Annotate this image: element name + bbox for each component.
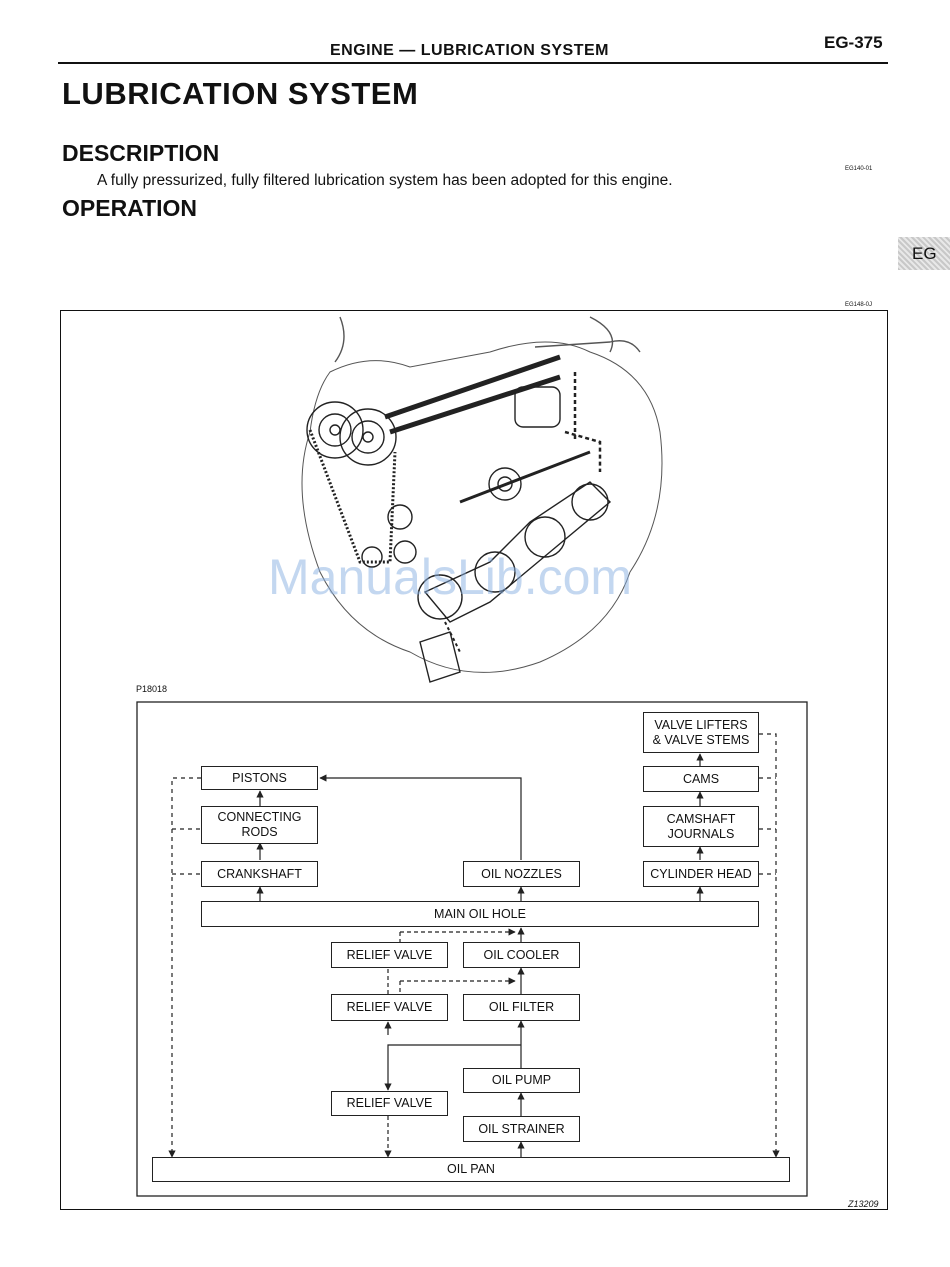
section-side-tab: EG <box>898 237 950 270</box>
description-heading: DESCRIPTION <box>62 140 220 166</box>
box-relief-valve-2: RELIEF VALVE <box>331 994 448 1021</box>
header-rule <box>58 62 888 64</box>
diagram-code: Z13209 <box>848 1199 879 1209</box>
box-oil-cooler: OIL COOLER <box>463 942 580 968</box>
box-oil-pump: OIL PUMP <box>463 1068 580 1093</box>
box-oil-filter: OIL FILTER <box>463 994 580 1021</box>
box-pistons: PISTONS <box>201 766 318 790</box>
flowchart-frame <box>136 701 808 1197</box>
engine-illustration <box>301 316 663 683</box>
box-main-oil-hole: MAIN OIL HOLE <box>201 901 759 927</box>
figure-frame <box>60 310 888 1210</box>
page-number: EG-375 <box>824 33 883 52</box>
box-crankshaft: CRANKSHAFT <box>201 861 318 887</box>
box-cylinder-head: CYLINDER HEAD <box>643 861 759 887</box>
box-oil-strainer: OIL STRAINER <box>463 1116 580 1142</box>
box-oil-nozzles: OIL NOZZLES <box>463 861 580 887</box>
box-oil-pan: OIL PAN <box>152 1157 790 1182</box>
figure-code: P18018 <box>136 684 168 694</box>
description-text: A fully pressurized, fully filtered lubr… <box>97 172 673 189</box>
box-relief-valve-3: RELIEF VALVE <box>331 1091 448 1116</box>
box-connecting-rods: CONNECTING RODS <box>201 806 318 844</box>
header-section-title: ENGINE — LUBRICATION SYSTEM <box>330 42 609 59</box>
box-cams: CAMS <box>643 766 759 792</box>
description-code: EG140-01 <box>845 166 873 172</box>
box-camshaft-journals: CAMSHAFT JOURNALS <box>643 806 759 847</box>
watermark-text: ManualsLib.com <box>268 549 633 605</box>
page-title: LUBRICATION SYSTEM <box>62 76 419 111</box>
box-relief-valve-1: RELIEF VALVE <box>331 942 448 968</box>
box-valve-lifters: VALVE LIFTERS & VALVE STEMS <box>643 712 759 753</box>
operation-code: EG148-0J <box>845 302 873 308</box>
operation-heading: OPERATION <box>62 195 198 221</box>
